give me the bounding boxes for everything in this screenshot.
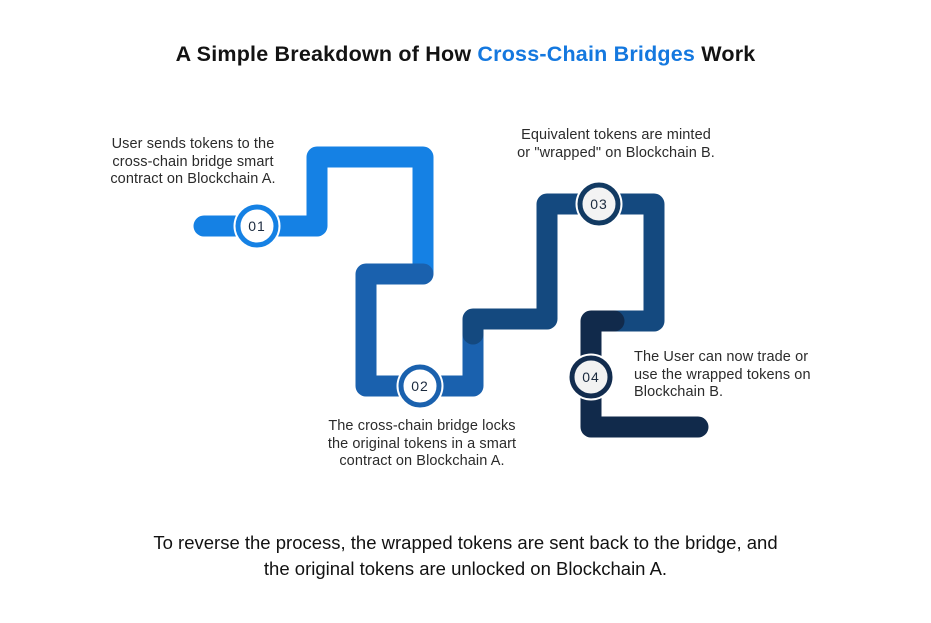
- step3-marker-number: 03: [590, 196, 608, 212]
- step4-marker-ring: [569, 355, 613, 399]
- step4-marker: 04: [567, 353, 615, 401]
- step2-marker-ring: [398, 364, 442, 408]
- path-step2-segment: [355, 263, 484, 397]
- step2-marker: 02: [396, 362, 444, 410]
- title-highlight: Cross-Chain Bridges: [477, 42, 696, 66]
- step1-marker-ring: [235, 204, 279, 248]
- step1-marker: 01: [233, 202, 281, 250]
- path-step3-segment: [462, 193, 665, 345]
- step1-note: User sends tokens to the cross-chain bri…: [110, 136, 276, 187]
- title-prefix: A Simple Breakdown of How: [175, 42, 478, 66]
- step4-marker-number: 04: [582, 369, 600, 385]
- step3-note: Equivalent tokens are minted or "wrapped…: [517, 127, 715, 161]
- page-title: A Simple Breakdown of How Cross-Chain Br…: [0, 41, 931, 67]
- step1-marker-number: 01: [248, 218, 266, 234]
- footer-note: To reverse the process, the wrapped toke…: [153, 532, 778, 579]
- step3-marker: 03: [575, 180, 623, 228]
- step4-note: The User can now trade or use the wrappe…: [634, 349, 811, 400]
- step3-marker-ring: [577, 182, 621, 226]
- step2-note: The cross-chain bridge locks the origina…: [327, 418, 517, 469]
- title-suffix: Work: [695, 42, 756, 66]
- step2-marker-number: 02: [411, 378, 429, 394]
